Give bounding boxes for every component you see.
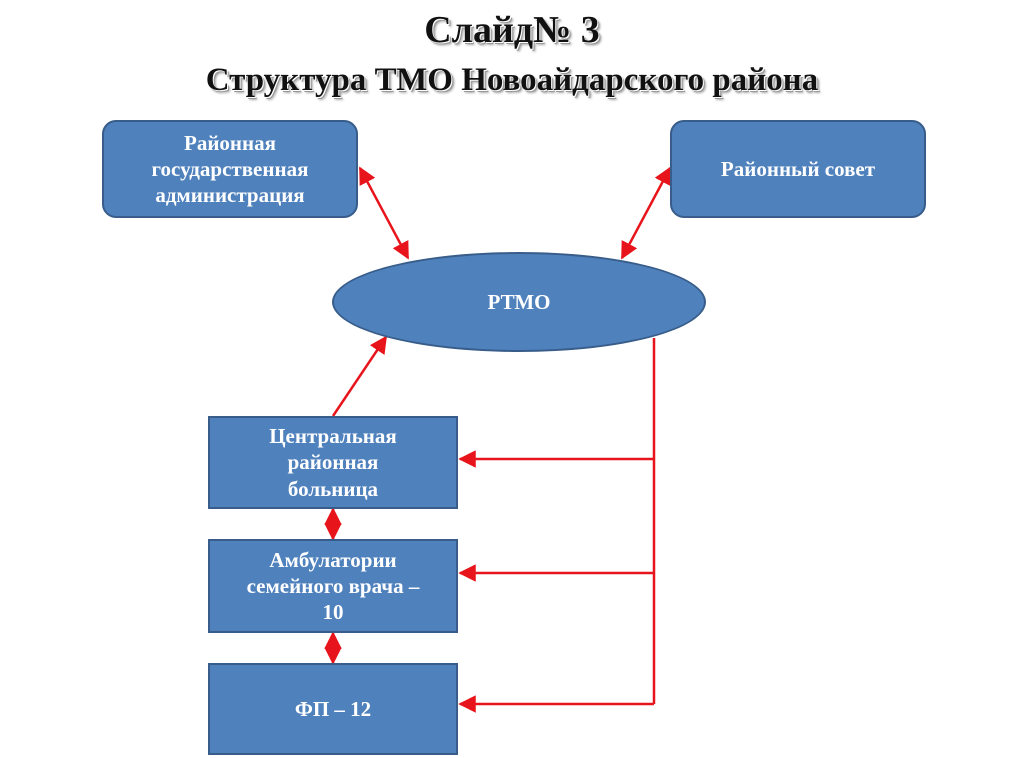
node-central-hospital: Центральная районная больница [208,416,458,509]
slide-subtitle: Структура ТМО Новоайдарского района [205,62,819,98]
node-ambulatory: Амбулатории семейного врача – 10 [208,539,458,633]
slide-title: Слайд№ 3 [424,9,600,51]
arrow-crh-rtmo [331,335,388,417]
arrow-admin-rtmo [358,166,410,260]
arrow-council-rtmo [620,166,672,260]
node-fp: ФП – 12 [208,663,458,755]
node-district-administration: Районная государственная администрация [102,120,358,218]
node-district-council: Районный совет [670,120,926,218]
node-rtmo: РТМО [332,252,706,352]
